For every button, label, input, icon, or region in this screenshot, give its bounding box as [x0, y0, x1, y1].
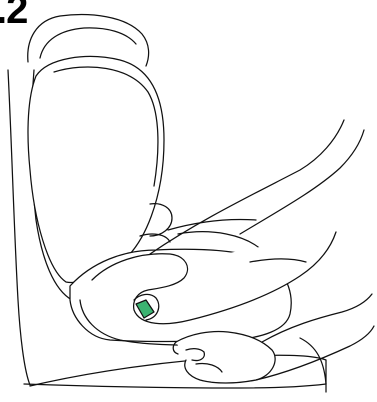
vehicle-seat-cushion-side: [300, 338, 326, 384]
vehicle-seat-cushion: [24, 384, 326, 388]
left-arm-lower: [240, 130, 364, 234]
vehicle-seat-cushion-front: [30, 355, 326, 392]
right-hand: [176, 331, 275, 383]
vehicle-seat-back-outline: [8, 70, 30, 385]
headrest-inner-line: [40, 28, 136, 58]
seatbelt-strap: [168, 219, 256, 230]
child-seat-backrest: [28, 57, 164, 283]
